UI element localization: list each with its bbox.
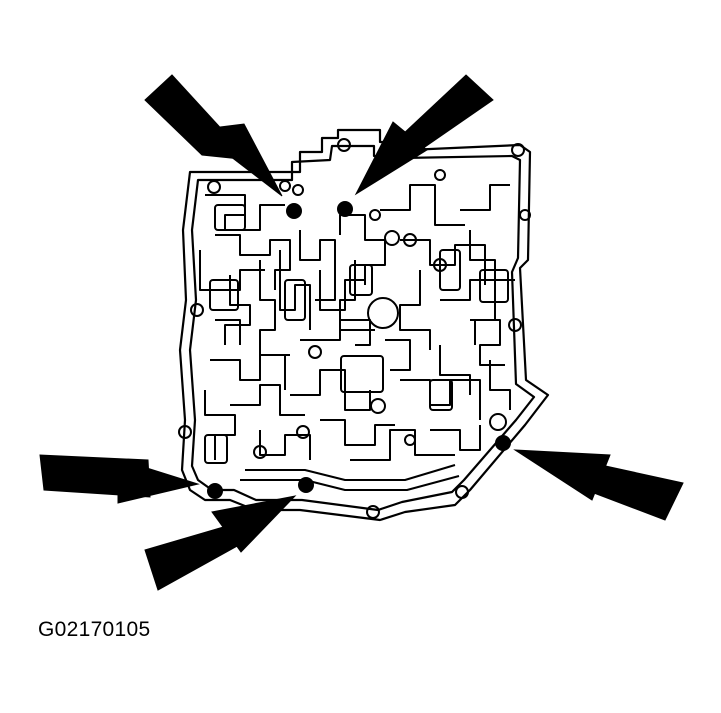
checkball-dots [207,201,511,499]
checkball-dot-5 [298,477,314,493]
callout-arrows [39,74,684,591]
checkball-dot-2 [337,201,353,217]
separator-plate [178,128,550,522]
callout-arrow-3 [513,449,684,521]
callout-arrow-5 [144,495,297,591]
callout-arrow-1 [144,74,283,197]
checkball-dot-1 [286,203,302,219]
callout-arrow-4 [39,454,200,504]
callout-arrow-2 [354,74,494,196]
checkball-dot-4 [207,483,223,499]
figure-id-label: G02170105 [38,618,151,641]
checkball-dot-3 [495,435,511,451]
